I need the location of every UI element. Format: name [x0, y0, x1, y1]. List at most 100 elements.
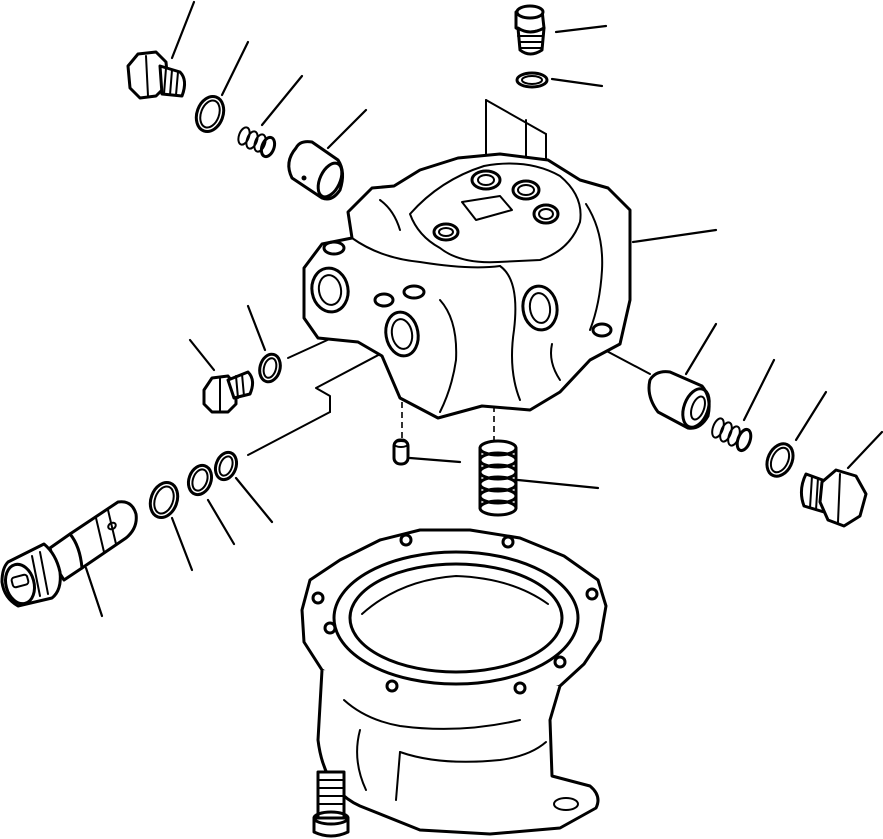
leader-piston-upper-left	[326, 108, 368, 150]
leader-dowel-pin	[408, 456, 462, 464]
side-port-right	[521, 284, 559, 332]
port-inner	[390, 318, 414, 350]
piston-end	[681, 387, 711, 429]
leader-plug-right	[846, 430, 883, 470]
leader-o-ring-lower-c	[234, 476, 274, 524]
plug-thread-2	[169, 69, 173, 96]
o-ring-outer	[515, 71, 549, 89]
plug-thread-1	[163, 67, 167, 95]
o-ring-inner	[153, 485, 175, 515]
piston-body	[287, 140, 345, 201]
o-ring-inner	[521, 75, 543, 85]
bolt-head-top	[312, 810, 350, 826]
side-port-left	[310, 266, 350, 314]
plug-hex-edge	[837, 473, 841, 523]
dowel-pin	[392, 438, 410, 466]
o-ring-inner	[262, 357, 278, 379]
piston-body	[647, 370, 711, 430]
valve-body-outline	[302, 152, 632, 420]
boss-front	[373, 292, 395, 308]
boss-right	[591, 322, 613, 338]
body-contour-3	[585, 203, 604, 331]
piston-end	[316, 161, 344, 199]
case-foot-hole	[553, 797, 579, 811]
leader-o-ring-mid-left	[246, 304, 267, 352]
top-port-4	[432, 222, 460, 242]
spool-groove	[107, 509, 117, 545]
o-ring-lower-a	[148, 481, 180, 519]
spool-end-slot	[10, 573, 30, 589]
port-inner	[528, 292, 552, 324]
leader-plug-top	[554, 24, 608, 34]
case-detail-3	[395, 751, 401, 801]
leader-o-ring-upper-left	[220, 40, 250, 97]
leader-spool-cartridge	[84, 566, 104, 618]
axis-line-lower-left	[247, 411, 331, 456]
flange-hole	[553, 655, 567, 669]
bolt	[312, 770, 350, 838]
top-port-1	[470, 169, 502, 191]
case-detail-2	[399, 741, 547, 763]
coil	[237, 126, 251, 146]
case-bore-outer	[332, 550, 580, 686]
top-port-3	[532, 203, 560, 225]
spool-slot	[107, 521, 117, 531]
o-ring-right	[765, 442, 795, 478]
leader-o-ring-top	[550, 77, 604, 88]
leader-spring-upper-left	[260, 74, 304, 127]
plug-hex-edge	[145, 55, 149, 97]
o-ring-inner	[769, 446, 791, 474]
case-bore-depth	[361, 575, 549, 615]
plug-thread-3	[175, 71, 179, 96]
body-contour-5	[379, 199, 401, 231]
leader-valve-body	[631, 228, 718, 244]
flange-hole	[323, 621, 337, 635]
case-bore-inner	[348, 562, 564, 674]
leader-plug-upper-left	[170, 0, 196, 60]
valve-body	[302, 152, 632, 420]
leader-o-ring-right	[794, 390, 828, 442]
coil	[253, 133, 267, 153]
port-inner	[517, 184, 535, 196]
piston-right	[647, 370, 711, 430]
piston-hole	[301, 175, 307, 181]
o-ring-inner	[218, 455, 234, 477]
flange-hole	[385, 679, 399, 693]
plug-upper-left	[126, 50, 187, 100]
case-detail-1	[343, 699, 521, 730]
flange-hole	[311, 591, 325, 605]
leader-spring-right	[742, 358, 776, 422]
piston-bore	[690, 395, 706, 421]
top-slot	[461, 195, 513, 221]
plug-hex-head	[818, 468, 868, 528]
leader-piston-right	[684, 322, 718, 376]
top-face	[409, 162, 582, 264]
plug-right	[799, 468, 868, 528]
o-ring-inner	[199, 99, 221, 129]
coil	[735, 427, 753, 453]
spring-right	[711, 417, 753, 453]
port-inner	[438, 227, 454, 237]
o-ring-lower-c	[213, 450, 239, 482]
leader-plug-mid-left	[188, 338, 216, 372]
coil	[719, 421, 733, 443]
coil	[245, 130, 259, 150]
dowel-end	[393, 440, 409, 448]
spring-upper-left	[237, 126, 277, 159]
o-ring-top	[515, 71, 549, 89]
leader-o-ring-lower-a	[170, 516, 194, 572]
body-contour-1	[351, 237, 501, 269]
thread	[809, 475, 813, 509]
body-contour-6	[550, 343, 561, 381]
coil	[259, 135, 277, 159]
axis-line-top-mid	[485, 99, 547, 135]
o-ring-upper-left	[194, 95, 226, 133]
port-inner	[317, 274, 343, 306]
thread	[241, 373, 245, 397]
o-ring-inner	[191, 468, 209, 492]
piston-upper-left	[287, 140, 345, 201]
o-ring-lower-b	[186, 463, 214, 497]
o-ring-outer	[258, 352, 282, 384]
spool-knurl	[39, 551, 49, 595]
body-contour-4	[499, 265, 521, 401]
